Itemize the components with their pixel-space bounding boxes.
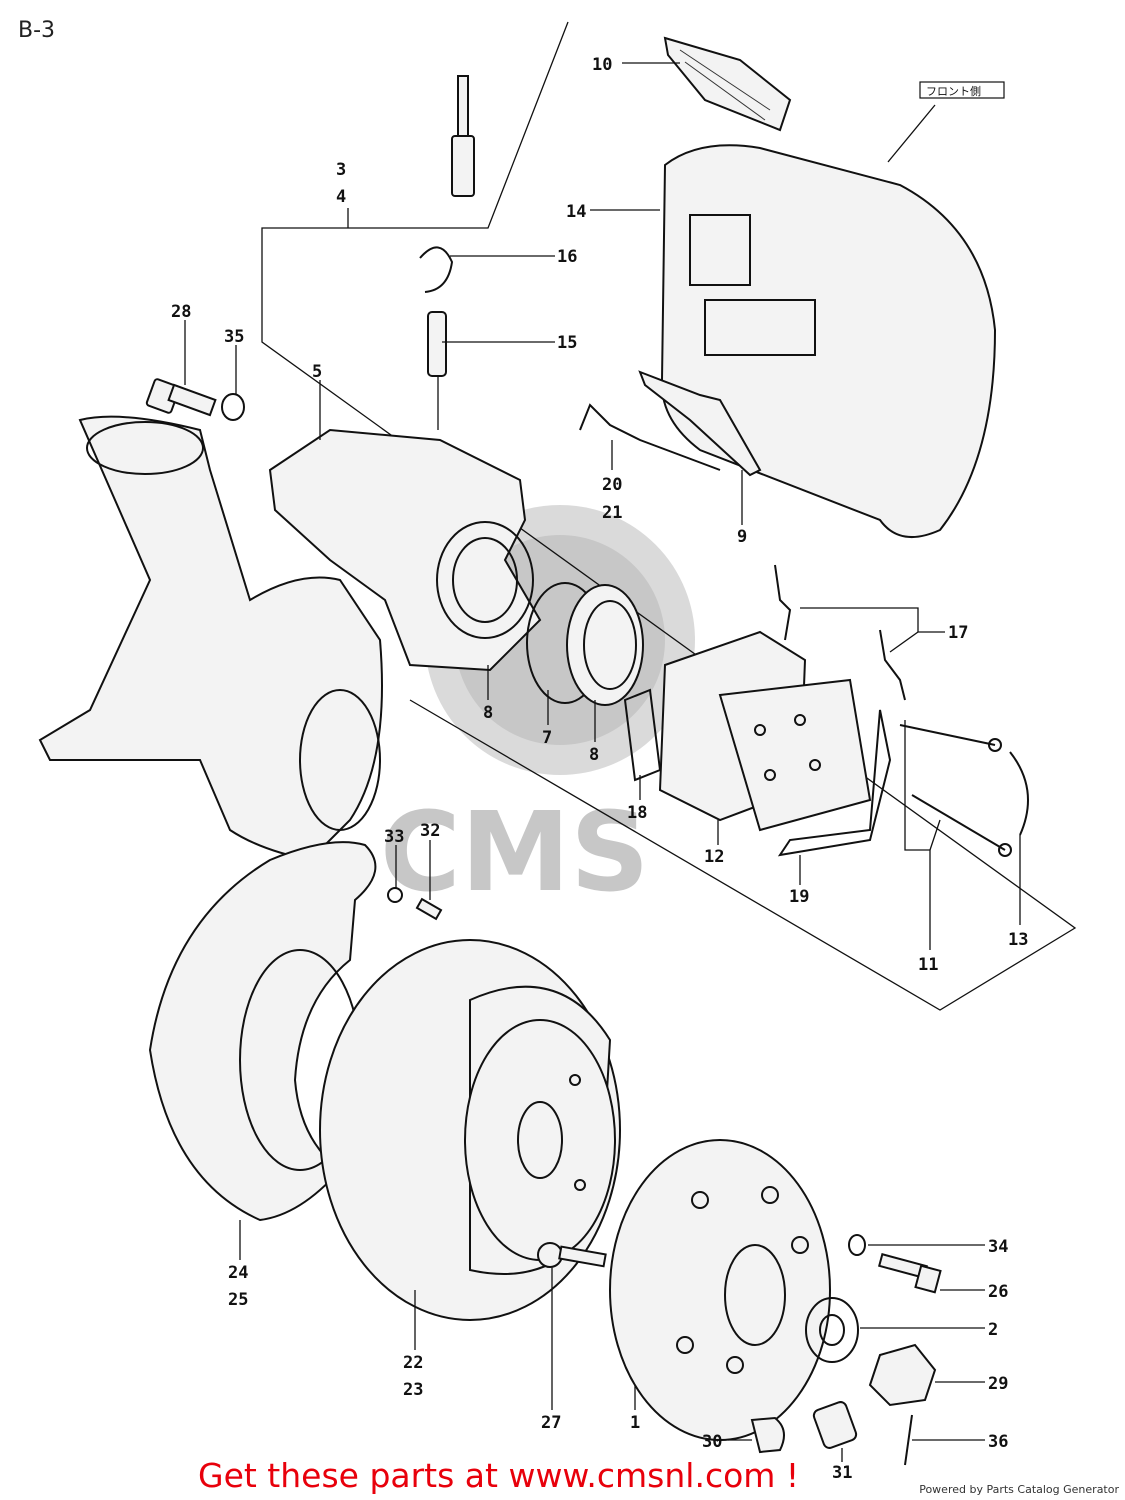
part-10-pad-spring (663, 36, 792, 132)
callout-labels: 10 3 4 14 16 28 35 15 5 20 21 9 17 8 7 8… (171, 55, 1028, 1483)
part-22-brake-disc (319, 939, 621, 1321)
part-5-caliper-body (268, 428, 542, 672)
part-steering-knuckle (38, 415, 383, 862)
callout-28: 28 (171, 302, 191, 322)
assembly-bracket-lines (261, 21, 1077, 1011)
part-33-32-fasteners (387, 887, 443, 921)
callout-21: 21 (602, 503, 622, 523)
callout-20: 20 (602, 475, 622, 495)
page-label: B-3 (18, 18, 56, 43)
part-24-dust-shield (148, 841, 377, 1222)
callout-9: 9 (737, 527, 747, 547)
front-side-tag-text: フロント側 (926, 85, 981, 98)
callout-3: 3 (336, 160, 346, 180)
callout-24: 24 (228, 1263, 248, 1283)
part-26-bolt (878, 1253, 942, 1294)
part-31-nut (812, 1401, 858, 1449)
part-12-brake-pads (658, 630, 872, 832)
callout-29: 29 (988, 1374, 1008, 1394)
callout-26: 26 (988, 1282, 1008, 1302)
callout-8b: 8 (589, 745, 599, 765)
callout-5: 5 (312, 362, 322, 382)
callout-15: 15 (557, 333, 577, 353)
part-20-spring-clip (579, 403, 721, 471)
callout-2: 2 (988, 1320, 998, 1340)
part-27-stud-bolt (537, 1242, 607, 1268)
part-11-pins (899, 724, 1012, 857)
part-17-springs (774, 564, 906, 701)
callout-35: 35 (224, 327, 244, 347)
callout-27: 27 (541, 1413, 561, 1433)
powered-by-label: Powered by Parts Catalog Generator (919, 1483, 1119, 1496)
part-30-cap-nut (750, 1416, 785, 1454)
leader-lines (184, 62, 1021, 1462)
part-18-shim (623, 688, 662, 782)
part-35-washer (221, 393, 245, 421)
part-8-piston (566, 584, 644, 706)
callout-36: 36 (988, 1432, 1008, 1452)
part-16-cap (419, 246, 454, 293)
callout-31: 31 (832, 1463, 852, 1483)
callout-14: 14 (566, 202, 586, 222)
callout-34: 34 (988, 1237, 1008, 1257)
part-bleeder-screw (451, 75, 475, 197)
watermark-text: CMS (380, 788, 649, 916)
part-14-caliper-cover (660, 144, 997, 538)
callout-22: 22 (403, 1353, 423, 1373)
callout-4: 4 (336, 187, 346, 207)
callout-19: 19 (789, 887, 809, 907)
callout-8a: 8 (483, 703, 493, 723)
callout-7: 7 (542, 728, 552, 748)
part-19-plate (777, 709, 892, 857)
callout-32: 32 (420, 821, 440, 841)
part-1-wheel-hub (609, 1139, 831, 1441)
callout-17: 17 (948, 623, 968, 643)
callout-23: 23 (403, 1380, 423, 1400)
front-side-tag: フロント側 (887, 81, 1005, 163)
callout-11: 11 (918, 955, 938, 975)
callout-16: 16 (557, 247, 577, 267)
callout-10: 10 (592, 55, 612, 75)
callout-13: 13 (1008, 930, 1028, 950)
part-2-washer (805, 1297, 859, 1363)
part-29-castle-nut (868, 1343, 937, 1407)
part-34-washer (848, 1234, 866, 1256)
callout-25: 25 (228, 1290, 248, 1310)
get-parts-link[interactable]: Get these parts at www.cmsnl.com ! (198, 1456, 800, 1495)
callout-12: 12 (704, 847, 724, 867)
part-28-bolt (145, 378, 217, 417)
callout-18: 18 (627, 803, 647, 823)
part-36-cotter-pin (904, 1414, 913, 1466)
part-13-clip (1009, 751, 1029, 836)
part-15-bleeder (427, 311, 447, 377)
callout-1: 1 (630, 1413, 640, 1433)
callout-33: 33 (384, 827, 404, 847)
part-9-pad-spring (638, 370, 762, 477)
callout-30: 30 (702, 1432, 722, 1452)
